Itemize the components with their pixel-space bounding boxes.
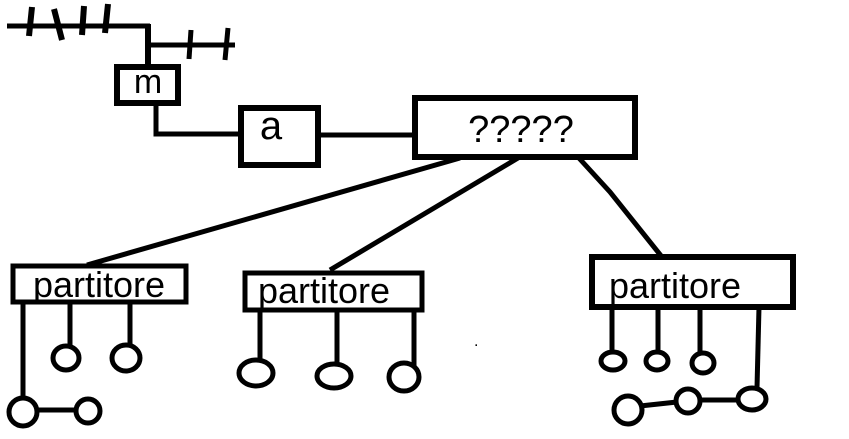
antenna-element-tick [102,3,111,34]
antenna-element-tick [79,5,87,36]
stray-dot-mark: . [474,333,478,350]
antenna-element-tick [186,29,194,60]
splitter3-drop-line [754,306,762,389]
outlet-circle [689,350,717,376]
cable-unknown-to-splitter2 [328,155,520,273]
splitter2-label: partitore [258,270,390,311]
unknown-device-box [412,95,638,160]
outlet-circle [314,361,354,391]
masthead-amp-box [114,64,181,106]
splitter2-node: partitore [236,270,425,394]
outlet-circle [73,396,103,426]
cable-unknown-to-splitter1 [86,155,461,268]
splitter3-node: partitore [589,254,796,427]
outlet-circle [109,342,143,374]
outlet-circle [611,393,645,427]
outlet-circle [673,386,703,416]
splitter3-chain-line [639,399,678,409]
cable-m-to-a [153,103,241,137]
outlet-circle [643,349,671,373]
masthead-amp-label: m [134,63,162,101]
amplifier-box [238,105,321,168]
cable-unknown-to-splitter3 [576,155,664,259]
amplifier-node: a [238,104,321,168]
outlet-circle [6,395,40,429]
outlet-circle [236,357,276,389]
splitter1-label: partitore [33,264,165,305]
amplifier-label: a [260,104,283,148]
unknown-device-label: ????? [468,109,574,151]
outlet-circle [50,343,82,373]
antenna-element-tick [26,6,35,37]
splitter1-box [10,263,189,305]
antenna-element-tick [51,8,65,41]
unknown-device-node: ????? [412,95,638,160]
splitter2-box [242,270,425,313]
outlet-circle [598,349,628,373]
antenna-element-tick [222,27,231,61]
splitter3-label: partitore [609,265,741,306]
masthead-amp-node: m [114,63,181,106]
splitter1-node: partitore [6,263,189,429]
outlet-circle [386,360,422,394]
antenna-icon [7,3,235,67]
splitter3-box [589,254,796,310]
outlet-circle [735,385,769,413]
